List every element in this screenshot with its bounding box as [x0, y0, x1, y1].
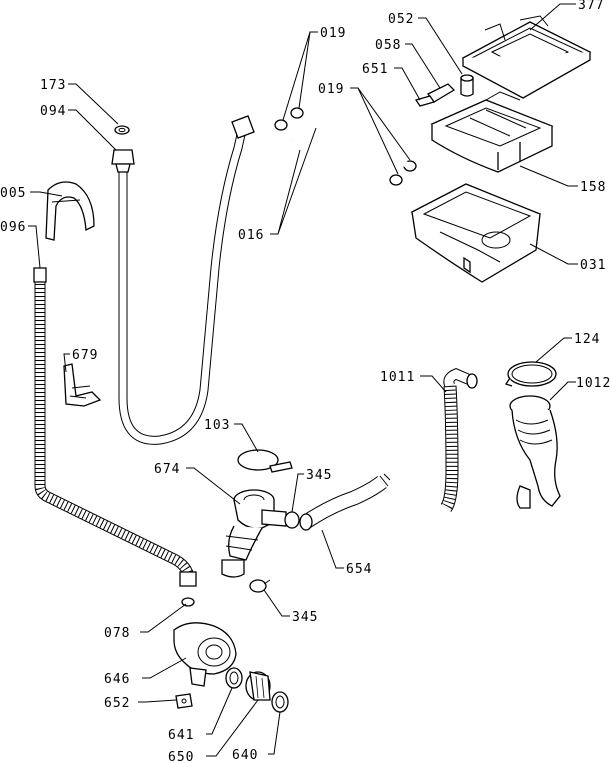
- part-650-filter: [245, 671, 271, 701]
- label-103: 103: [204, 418, 230, 433]
- part-674-pump-housing: [221, 489, 287, 578]
- label-641: 641: [168, 728, 194, 743]
- label-094: 094: [40, 104, 66, 119]
- part-019-clamps-upper: [274, 107, 304, 131]
- label-158: 158: [580, 180, 606, 195]
- part-078-clip: [181, 597, 195, 607]
- part-103-cover: [237, 449, 293, 473]
- part-005-hose-guide: [45, 181, 95, 241]
- label-005: 005: [0, 186, 26, 201]
- label-1011: 1011: [380, 370, 415, 385]
- label-031: 031: [580, 258, 606, 273]
- part-158-detergent-drawer: [430, 91, 554, 173]
- part-377-dispenser-lid: [461, 15, 592, 99]
- label-674: 674: [154, 462, 180, 477]
- part-096-drain-hose: [33, 267, 197, 587]
- leader-lines: [28, 3, 578, 757]
- label-650: 650: [168, 750, 194, 763]
- label-016: 016: [238, 228, 264, 243]
- part-1012-sump-hose: [509, 395, 561, 509]
- label-1012: 1012: [576, 376, 611, 391]
- label-345-upper: 345: [306, 468, 332, 483]
- part-016-inlet-hoses: [291, 115, 412, 187]
- label-058: 058: [375, 38, 401, 53]
- label-052: 052: [388, 12, 414, 27]
- part-124-ring-clamp: [504, 361, 557, 387]
- label-345-lower: 345: [292, 610, 318, 625]
- label-640: 640: [232, 748, 258, 763]
- label-652: 652: [104, 696, 130, 711]
- part-052-cap: [460, 74, 474, 97]
- label-654: 654: [346, 562, 372, 577]
- part-654-outlet-hose: [299, 473, 391, 531]
- part-345-clamp-lower: [249, 579, 271, 593]
- part-094-inlet-hose: [111, 115, 255, 445]
- part-173-washer: [114, 125, 130, 135]
- label-377: 377: [578, 0, 604, 13]
- label-646: 646: [104, 672, 130, 687]
- part-641-gasket: [225, 667, 243, 689]
- label-096: 096: [0, 220, 26, 235]
- part-652-plate: [175, 693, 193, 709]
- label-078: 078: [104, 626, 130, 641]
- part-646-pump: [173, 622, 237, 687]
- part-345-clamp-upper: [284, 511, 300, 529]
- label-019-upper: 019: [320, 26, 346, 41]
- label-019-lower: 019: [318, 82, 344, 97]
- label-679: 679: [72, 348, 98, 363]
- part-640-gasket: [271, 691, 289, 713]
- part-651-clip: [414, 95, 436, 107]
- part-679-hose-clip: [63, 363, 102, 407]
- label-173: 173: [40, 78, 66, 93]
- label-651: 651: [362, 62, 388, 77]
- part-1011-drain-pipe: [440, 368, 478, 512]
- part-031-drawer-housing: [410, 183, 542, 283]
- label-124: 124: [574, 332, 600, 347]
